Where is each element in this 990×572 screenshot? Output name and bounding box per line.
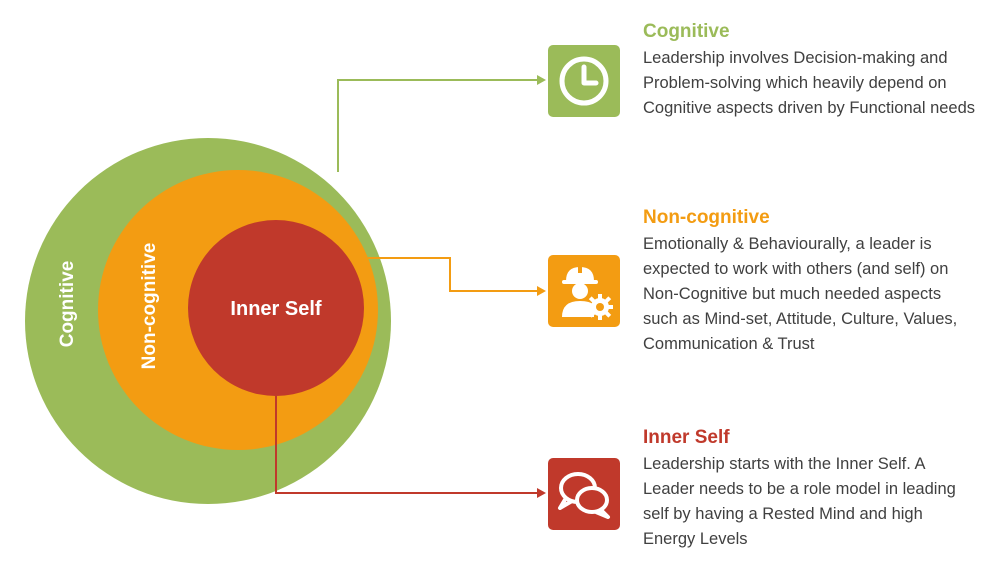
worker-gear-icon [548,255,620,327]
inner-self-circle [188,220,364,396]
non-cognitive-body: Emotionally & Behaviourally, a leader is… [643,235,958,353]
non-cognitive-connector-arrowhead [537,286,546,296]
chat-bubbles-icon [548,458,620,530]
inner-self-description: Inner Self Leadership starts with the In… [643,426,978,552]
clock-icon [548,45,620,117]
inner-self-label: Inner Self [230,298,321,320]
cognitive-title: Cognitive [643,21,730,42]
cognitive-ring-label: Cognitive [57,261,78,348]
cognitive-connector-arrowhead [537,75,546,85]
non-cognitive-title: Non-cognitive [643,207,770,228]
non-cognitive-ring-label: Non-cognitive [139,243,160,370]
non-cognitive-description: Non-cognitive Emotionally & Behaviourall… [643,206,978,357]
cognitive-connector [337,79,540,172]
inner-self-connector-arrowhead [537,488,546,498]
inner-self-body: Leadership starts with the Inner Self. A… [643,455,956,548]
cognitive-body: Leadership involves Decision-making and … [643,49,976,117]
inner-self-connector [275,396,540,494]
cognitive-description: Cognitive Leadership involves Decision-m… [643,20,978,121]
inner-self-title: Inner Self [643,427,730,448]
non-cognitive-connector [368,257,540,292]
